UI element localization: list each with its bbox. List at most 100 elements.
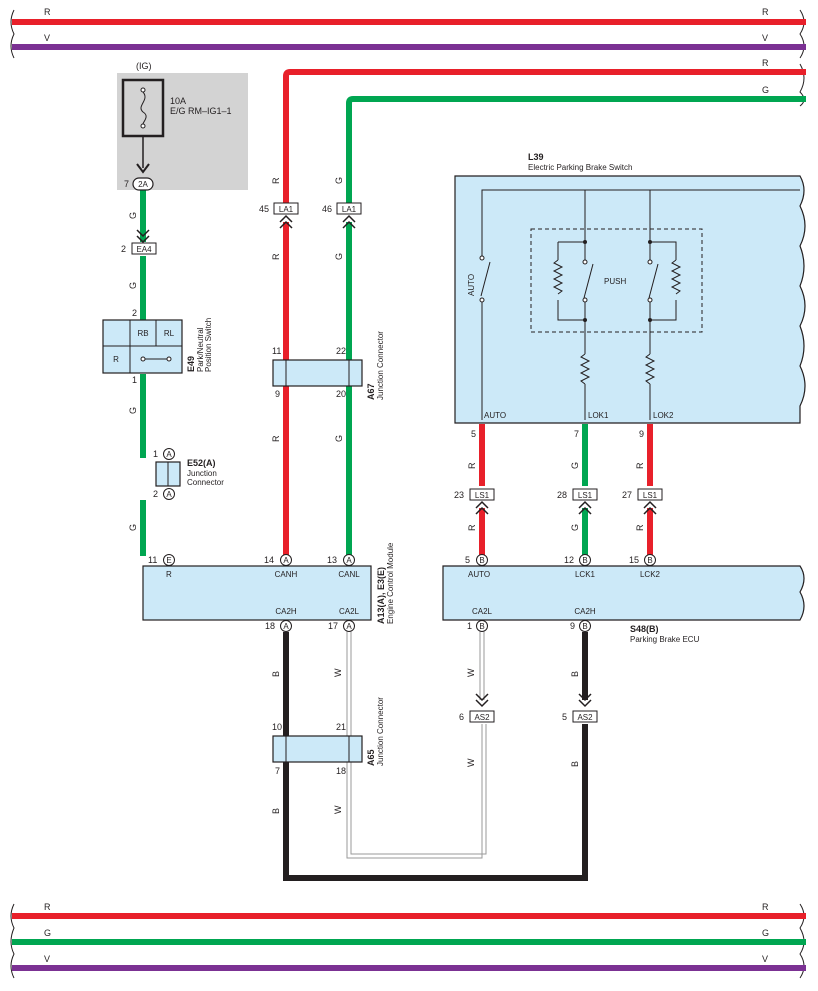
wire-color-g-b: G xyxy=(334,253,344,260)
s48-pin-ca2l-circle xyxy=(476,620,488,632)
ls1-c-box xyxy=(637,488,663,501)
wire-color-b-2: B xyxy=(271,808,281,814)
l39-push-dashed-box xyxy=(530,228,703,333)
s48-pin-ca2h-num: 9 xyxy=(570,621,575,631)
s48-pin-lck2-label: LCK2 xyxy=(640,570,661,579)
ecm-pin-ca2l-circle xyxy=(343,620,355,632)
l39-term-auto: AUTO xyxy=(484,411,506,420)
wire-color-g2: G xyxy=(128,282,138,289)
wire-color-b-3: B xyxy=(570,671,580,677)
a67-pin11: 11 xyxy=(272,346,281,356)
la1-b-label: LA1 xyxy=(342,205,357,214)
wire-color-g3: G xyxy=(128,407,138,414)
a65-pin18: 18 xyxy=(336,766,346,776)
bus-break-left-top xyxy=(10,9,15,59)
ea4-box xyxy=(131,242,157,255)
can-wire-g-top xyxy=(346,96,806,208)
a65-pin21: 21 xyxy=(336,722,346,732)
la1-a-label: LA1 xyxy=(279,205,294,214)
fuse-name: E/G RM–IG1–1 xyxy=(170,106,232,116)
la1-b-pin: 46 xyxy=(322,204,332,214)
ecm-pin-canl-letter: A xyxy=(346,556,352,565)
l39-lok1-resistor-a xyxy=(552,259,564,295)
wire-color-g-lok1-a: G xyxy=(570,462,580,469)
a65-code: A65 xyxy=(366,749,376,766)
l39-s48-wires: 5 7 9 R G R R G R LS1 23 LS1 28 LS1 27 xyxy=(454,424,663,556)
la1-a-box xyxy=(273,202,299,215)
l39-lok1-node-bottom xyxy=(583,318,587,322)
s48-pin-lck2-letter: B xyxy=(647,556,652,565)
s48-name: Parking Brake ECU xyxy=(630,635,700,644)
l39-lok1-switch-arm xyxy=(583,263,594,299)
s48-pin-lck1-letter: B xyxy=(582,556,587,565)
as2-b-label: AS2 xyxy=(577,713,593,722)
wire-w-ca2l-2a xyxy=(346,724,483,859)
e52-name-2: Connector xyxy=(187,478,224,487)
ls1-c-arrows xyxy=(643,500,657,515)
bottom-bus-lines: R R G G V V xyxy=(10,902,806,979)
l39-lok2-node-top xyxy=(648,240,652,244)
s48-body xyxy=(442,565,805,621)
wire-color-r-a: R xyxy=(271,177,281,184)
s48-pin-lck1-label: LCK1 xyxy=(575,570,596,579)
wire-b-ca2h-2 xyxy=(283,724,588,881)
s48-code: S48(B) xyxy=(630,624,659,634)
wire-color-g-c: G xyxy=(334,435,344,442)
wire-color-w-4: W xyxy=(466,758,476,767)
a65-pin10: 10 xyxy=(272,722,282,732)
wire-color-g-lok1-b: G xyxy=(570,524,580,531)
a67-pin22: 22 xyxy=(336,346,346,356)
l39-pin-auto: 5 xyxy=(471,429,476,439)
e49-name-1: Park/Neutral xyxy=(196,327,205,372)
s48-pin-ca2h-label: CA2H xyxy=(574,607,596,616)
as2-a-box xyxy=(469,710,495,723)
ea4-label: EA4 xyxy=(136,245,152,254)
can-vertical-wires: R G R G R G LA1 45 LA1 46 11 9 22 20 A67… xyxy=(259,177,385,556)
a65-pin7: 7 xyxy=(275,766,280,776)
s48-pin-auto-circle xyxy=(476,554,488,566)
bus-break-left-bottom xyxy=(10,903,15,979)
ecm-pin-canh-letter: A xyxy=(283,556,289,565)
l39-lok1-node-top xyxy=(583,240,587,244)
wire-color-r-b: R xyxy=(271,253,281,260)
wire-w-ca2l-2b xyxy=(350,724,487,855)
fuse-box-area xyxy=(117,73,248,190)
wire-color-r-lok2-a: R xyxy=(635,462,645,469)
ecm-pin-ca2h-num: 18 xyxy=(265,621,275,631)
ecm-pin-canl-label: CANL xyxy=(338,570,360,579)
bus-label-v-bottom-right: V xyxy=(762,954,768,964)
s48-pin-ca2h-circle xyxy=(579,620,591,632)
e49-r: R xyxy=(113,355,119,364)
la1-a-pin: 45 xyxy=(259,204,269,214)
fuse-contact-bottom xyxy=(140,123,146,129)
ecm-pin-r-circle xyxy=(163,554,175,566)
s48-pin-lck2-num: 15 xyxy=(629,555,639,565)
la1-a-arrows xyxy=(279,214,293,229)
top-bus-lines: R R V V R G xyxy=(10,7,806,208)
l39-lok2-switch-arm xyxy=(648,263,659,299)
a67-code: A67 xyxy=(366,383,376,400)
a67-name: Junction Connector xyxy=(376,331,385,400)
ecm-pin-canl-circle xyxy=(343,554,355,566)
a67-pin9: 9 xyxy=(275,389,280,399)
ecm-pin-canh-circle xyxy=(280,554,292,566)
l39-switch: L39 Electric Parking Brake Switch AUTO P… xyxy=(454,152,806,424)
fuse-group-label: (IG) xyxy=(136,61,152,71)
bus-label-g2: G xyxy=(762,85,769,95)
ls1-a-box xyxy=(469,488,495,501)
ecm-pin-r-letter: E xyxy=(166,556,171,565)
as2-a-arrows xyxy=(475,693,489,708)
e52-name-1: Junction xyxy=(187,469,217,478)
a67-body xyxy=(272,359,363,387)
e49-contact-b xyxy=(166,356,172,362)
l39-auto-contact-bottom xyxy=(479,297,485,303)
fuse-arrow xyxy=(136,163,150,174)
fuse-element xyxy=(140,91,147,125)
e49-rl: RL xyxy=(164,329,175,338)
fuse-terminal-oval xyxy=(132,177,154,191)
ea4-pin: 2 xyxy=(121,244,126,254)
e49-name-2: Position Switch xyxy=(204,318,213,372)
bus-label-g-bottom-right: G xyxy=(762,928,769,938)
e52-pin1-num: 1 xyxy=(153,449,158,459)
